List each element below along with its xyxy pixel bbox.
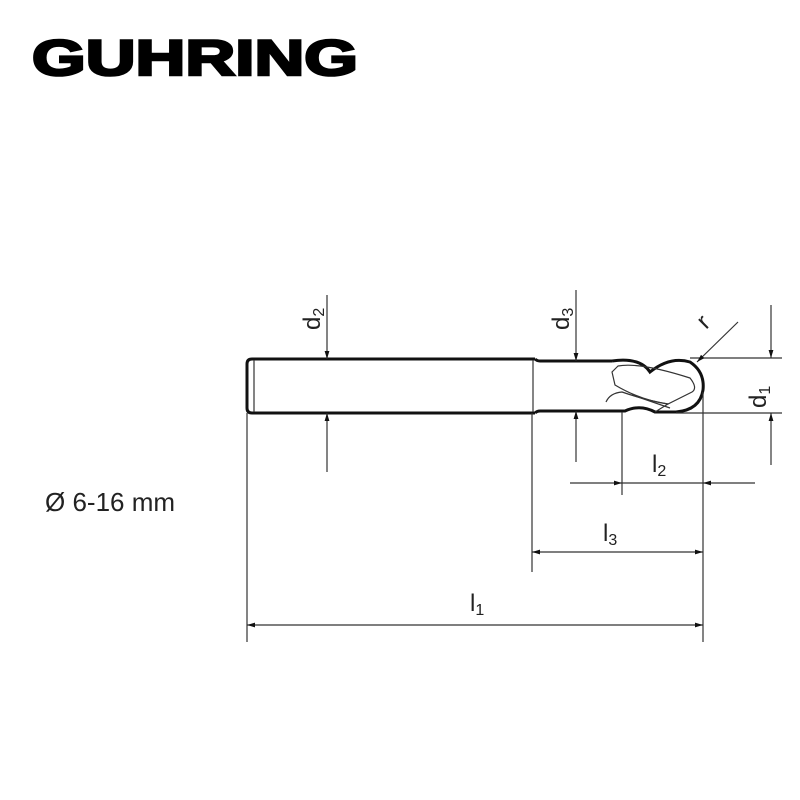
neck-bottom xyxy=(533,409,615,415)
label-l1: l1 xyxy=(470,590,484,619)
diameter-range: Ø 6-16 mm xyxy=(45,487,175,517)
dimension-d3: d3 xyxy=(548,290,579,462)
dimension-d1: d1 xyxy=(676,305,782,465)
label-d3: d3 xyxy=(548,308,577,330)
neck-top xyxy=(533,357,612,363)
label-d1: d1 xyxy=(745,386,774,408)
shank xyxy=(245,357,535,415)
flute-1 xyxy=(611,364,696,405)
label-l2: l2 xyxy=(652,451,666,480)
end-mill-outline xyxy=(245,357,705,415)
dimension-l2: l2 xyxy=(570,451,755,486)
label-r: r xyxy=(691,309,716,334)
dimension-l3: l3 xyxy=(532,520,703,555)
ball-head xyxy=(611,358,705,414)
label-l3: l3 xyxy=(603,520,617,549)
dimension-r: r xyxy=(691,309,739,363)
label-d2: d2 xyxy=(299,308,328,330)
dimension-d2: d2 xyxy=(299,295,330,472)
guhring-logo: GUHRING xyxy=(32,30,358,86)
flute-2 xyxy=(605,391,670,413)
dimension-l1: l1 xyxy=(247,590,703,628)
